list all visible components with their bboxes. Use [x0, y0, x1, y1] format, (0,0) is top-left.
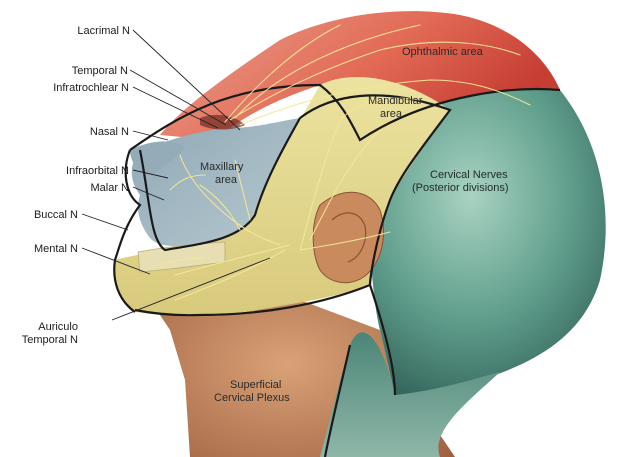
label-nasal-n: Nasal N: [90, 126, 129, 138]
label-infratrochlear-n: Infratrochlear N: [53, 82, 129, 94]
label-lacrimal-n: Lacrimal N: [77, 25, 130, 37]
border-maxillary: [138, 117, 301, 252]
ear: [312, 191, 384, 284]
border-face-profile: [113, 149, 142, 313]
label-mental-n: Mental N: [34, 243, 78, 255]
cervical-region: [360, 89, 606, 396]
label-plexus-line2: Cervical Plexus: [214, 392, 290, 404]
label-ophthalmic-area: Ophthalmic area: [402, 46, 484, 58]
label-mandibular-line2: area: [380, 108, 403, 120]
cervical-neck-region: [320, 332, 500, 457]
label-malar-n: Malar N: [90, 182, 129, 194]
label-mandibular-line1: Mandibular: [368, 95, 423, 107]
label-buccal-n: Buccal N: [34, 209, 78, 221]
nerve-branches: [159, 24, 531, 301]
ear-inner: [331, 212, 367, 263]
label-temporal-n: Temporal N: [72, 65, 128, 77]
label-maxillary-line2: area: [215, 174, 238, 186]
label-infraorbital-n: Infraorbital N: [66, 165, 129, 177]
label-maxillary-line1: Maxillary: [200, 161, 244, 173]
border-cervical-neck: [323, 284, 397, 457]
label-cervical-line1: Cervical Nerves: [430, 169, 508, 181]
leader-lines: [81, 29, 271, 321]
label-auriculo-temporal-n: Temporal N: [22, 334, 78, 346]
label-cervical-line2: (Posterior divisions): [412, 182, 509, 194]
label-auriculo: Auriculo: [38, 321, 78, 333]
label-plexus-line1: Superficial: [230, 379, 281, 391]
ophthalmic-region: [160, 11, 560, 140]
eye-socket: [200, 114, 245, 130]
